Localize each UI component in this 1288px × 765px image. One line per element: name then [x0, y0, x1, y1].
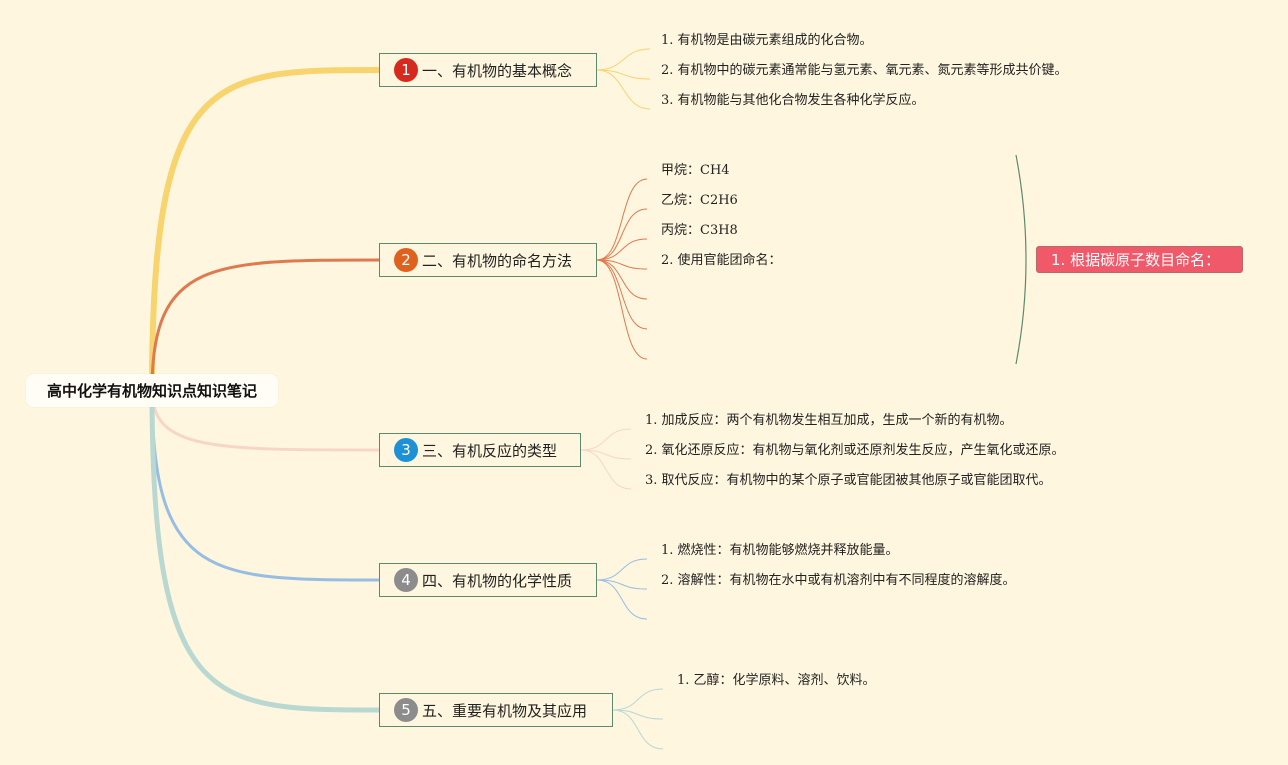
branch-3-link	[150, 388, 382, 452]
branch-5-leaf-link-3	[612, 709, 664, 750]
main-branch-links	[149, 67, 383, 713]
branch-2-leaf-link-4	[596, 259, 648, 270]
branch-3-subtopic-1[interactable]: 1. 加成反应：两个有机物发生相互加成，生成一个新的有机物。	[645, 413, 1013, 428]
branch-5-leaf-link-2	[612, 709, 664, 720]
branch-2-subtopic-2[interactable]: 乙烷：C2H6	[661, 193, 738, 208]
branch-4-label: 四、有机物的化学性质	[422, 571, 573, 590]
branch-2-leaf-link-3	[596, 238, 648, 261]
branch-2-link	[150, 258, 382, 392]
branch-topic-5[interactable]: 5 五、重要有机物及其应用	[379, 693, 613, 727]
branch-5-leaf-link-1	[612, 688, 664, 711]
branch-2-leaf-link-6	[596, 259, 648, 330]
priority-3-icon: 3	[394, 438, 418, 462]
summary-bracket	[1015, 154, 1027, 365]
priority-5-icon: 5	[394, 698, 418, 722]
branch-4-subtopic-1[interactable]: 1. 燃烧性：有机物能够燃烧并释放能量。	[661, 543, 899, 558]
branch-topic-3[interactable]: 3 三、有机反应的类型	[379, 433, 581, 467]
branch-2-subtopic-3[interactable]: 丙烷：C3H8	[661, 223, 738, 238]
central-topic[interactable]: 高中化学有机物知识点知识笔记	[26, 374, 278, 407]
branch-4-subtopic-2[interactable]: 2. 溶解性：有机物在水中或有机溶剂中有不同程度的溶解度。	[661, 573, 1016, 588]
branch-1-leaf-link-1	[596, 48, 651, 71]
branch-3-subtopic-2[interactable]: 2. 氧化还原反应：有机物与氧化剂或还原剂发生反应，产生氧化或还原。	[645, 443, 1065, 458]
branch-1-subtopic-3[interactable]: 3. 有机物能与其他化合物发生各种化学反应。	[661, 93, 925, 108]
summary-tag-label: 1. 根据碳原子数目命名：	[1051, 251, 1221, 269]
branch-1-link	[149, 67, 383, 393]
branch-1-subtopic-1[interactable]: 1. 有机物是由碳元素组成的化合物。	[661, 33, 873, 48]
branch-5-subtopic-1[interactable]: 1. 乙醇：化学原料、溶剂、饮料。	[677, 673, 876, 688]
branch-2-leaf-link-5	[596, 259, 648, 300]
branch-1-label: 一、有机物的基本概念	[422, 61, 573, 80]
summary-tag[interactable]: 1. 根据碳原子数目命名：	[1036, 246, 1243, 273]
leaf-links	[580, 48, 664, 750]
branch-3-leaf-link-1	[580, 428, 632, 451]
branch-topic-4[interactable]: 4 四、有机物的化学性质	[379, 563, 597, 597]
branch-topic-1[interactable]: 1 一、有机物的基本概念	[379, 53, 597, 87]
branch-3-leaf-link-2	[580, 449, 632, 460]
priority-2-icon: 2	[394, 248, 418, 272]
priority-4-icon: 4	[394, 568, 418, 592]
branch-5-label: 五、重要有机物及其应用	[422, 701, 588, 720]
branch-topic-2[interactable]: 2 二、有机物的命名方法	[379, 243, 597, 277]
branch-4-leaf-link-2	[596, 579, 648, 590]
branch-2-leaf-link-7	[596, 259, 648, 360]
branch-1-subtopic-2[interactable]: 2. 有机物中的碳元素通常能与氢元素、氧元素、氮元素等形成共价键。	[661, 63, 1068, 78]
branch-5-link	[149, 387, 383, 713]
branch-2-label: 二、有机物的命名方法	[422, 251, 573, 270]
priority-1-icon: 1	[394, 58, 418, 82]
branch-2-subtopic-1[interactable]: 甲烷：CH4	[661, 163, 730, 178]
central-topic-label: 高中化学有机物知识点知识笔记	[46, 382, 257, 400]
branch-2-leaf-link-1	[596, 178, 648, 261]
branch-3-leaf-link-3	[580, 449, 632, 490]
branch-1-leaf-link-2	[596, 69, 651, 80]
branch-4-link	[150, 388, 382, 582]
branch-4-leaf-link-1	[596, 558, 648, 581]
branch-4-leaf-link-3	[596, 579, 648, 620]
branch-3-subtopic-3[interactable]: 3. 取代反应：有机物中的某个原子或官能团被其他原子或官能团取代。	[645, 473, 1052, 488]
branch-3-label: 三、有机反应的类型	[422, 441, 558, 460]
branch-1-leaf-link-3	[596, 69, 651, 110]
branch-2-subtopic-4[interactable]: 2. 使用官能团命名：	[661, 253, 782, 268]
branch-2-leaf-link-2	[596, 208, 648, 261]
